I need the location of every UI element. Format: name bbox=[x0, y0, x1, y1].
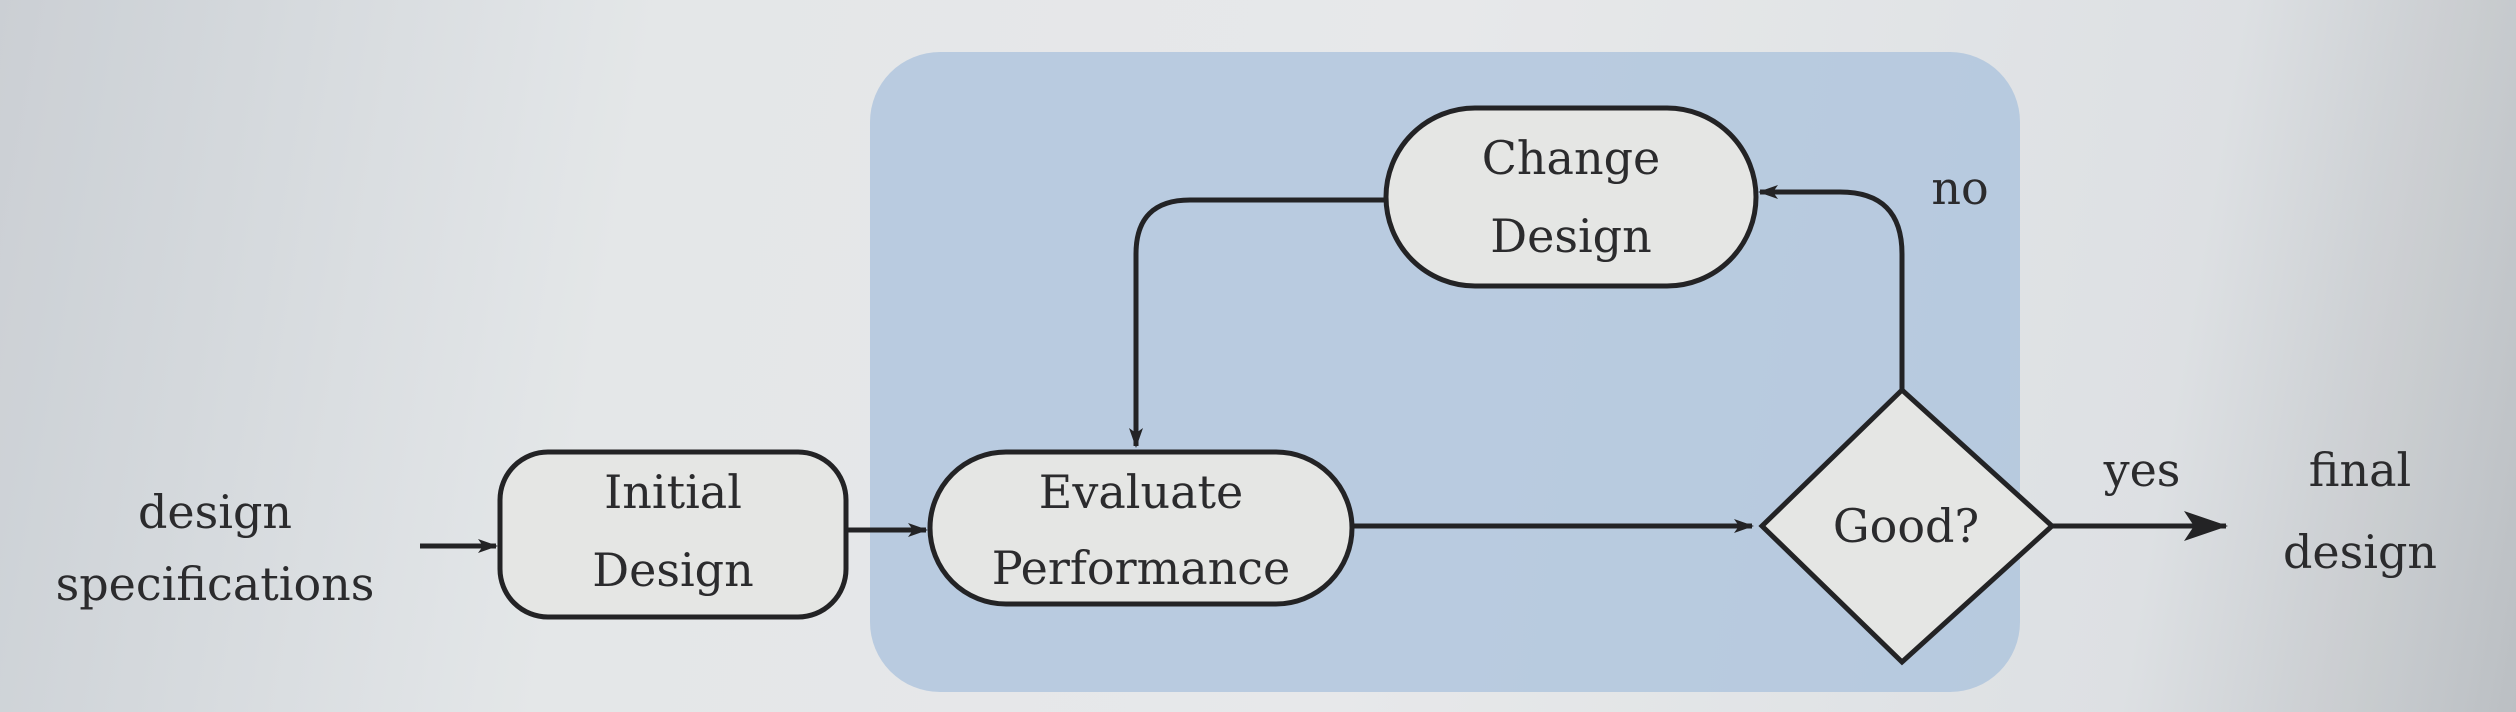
output-label-line1: final bbox=[2309, 443, 2411, 497]
edge-decision-to-change bbox=[1758, 185, 1905, 390]
initial-design-line2: Design bbox=[592, 543, 754, 597]
input-label-line2: specifications bbox=[56, 557, 375, 611]
no-branch-label: no bbox=[1931, 161, 1988, 215]
node-decision-good: Good? bbox=[1758, 386, 2056, 666]
initial-design-line1: Initial bbox=[604, 465, 742, 519]
evaluate-line2: Performance bbox=[992, 541, 1290, 595]
decision-label: Good? bbox=[1833, 499, 1979, 553]
change-line1: Change bbox=[1482, 131, 1661, 185]
output-label-line2: design bbox=[2283, 525, 2437, 579]
input-label-line1: design bbox=[138, 485, 292, 539]
evaluate-line1: Evaluate bbox=[1039, 465, 1243, 519]
node-change-design: Change Design bbox=[1383, 105, 1759, 289]
change-line2: Design bbox=[1490, 209, 1652, 263]
node-evaluate-performance: Evaluate Performance bbox=[927, 449, 1355, 607]
edge-change-to-evaluate bbox=[1129, 197, 1386, 448]
node-initial-design: Initial Design bbox=[497, 449, 849, 620]
yes-branch-label: yes bbox=[2103, 443, 2181, 497]
